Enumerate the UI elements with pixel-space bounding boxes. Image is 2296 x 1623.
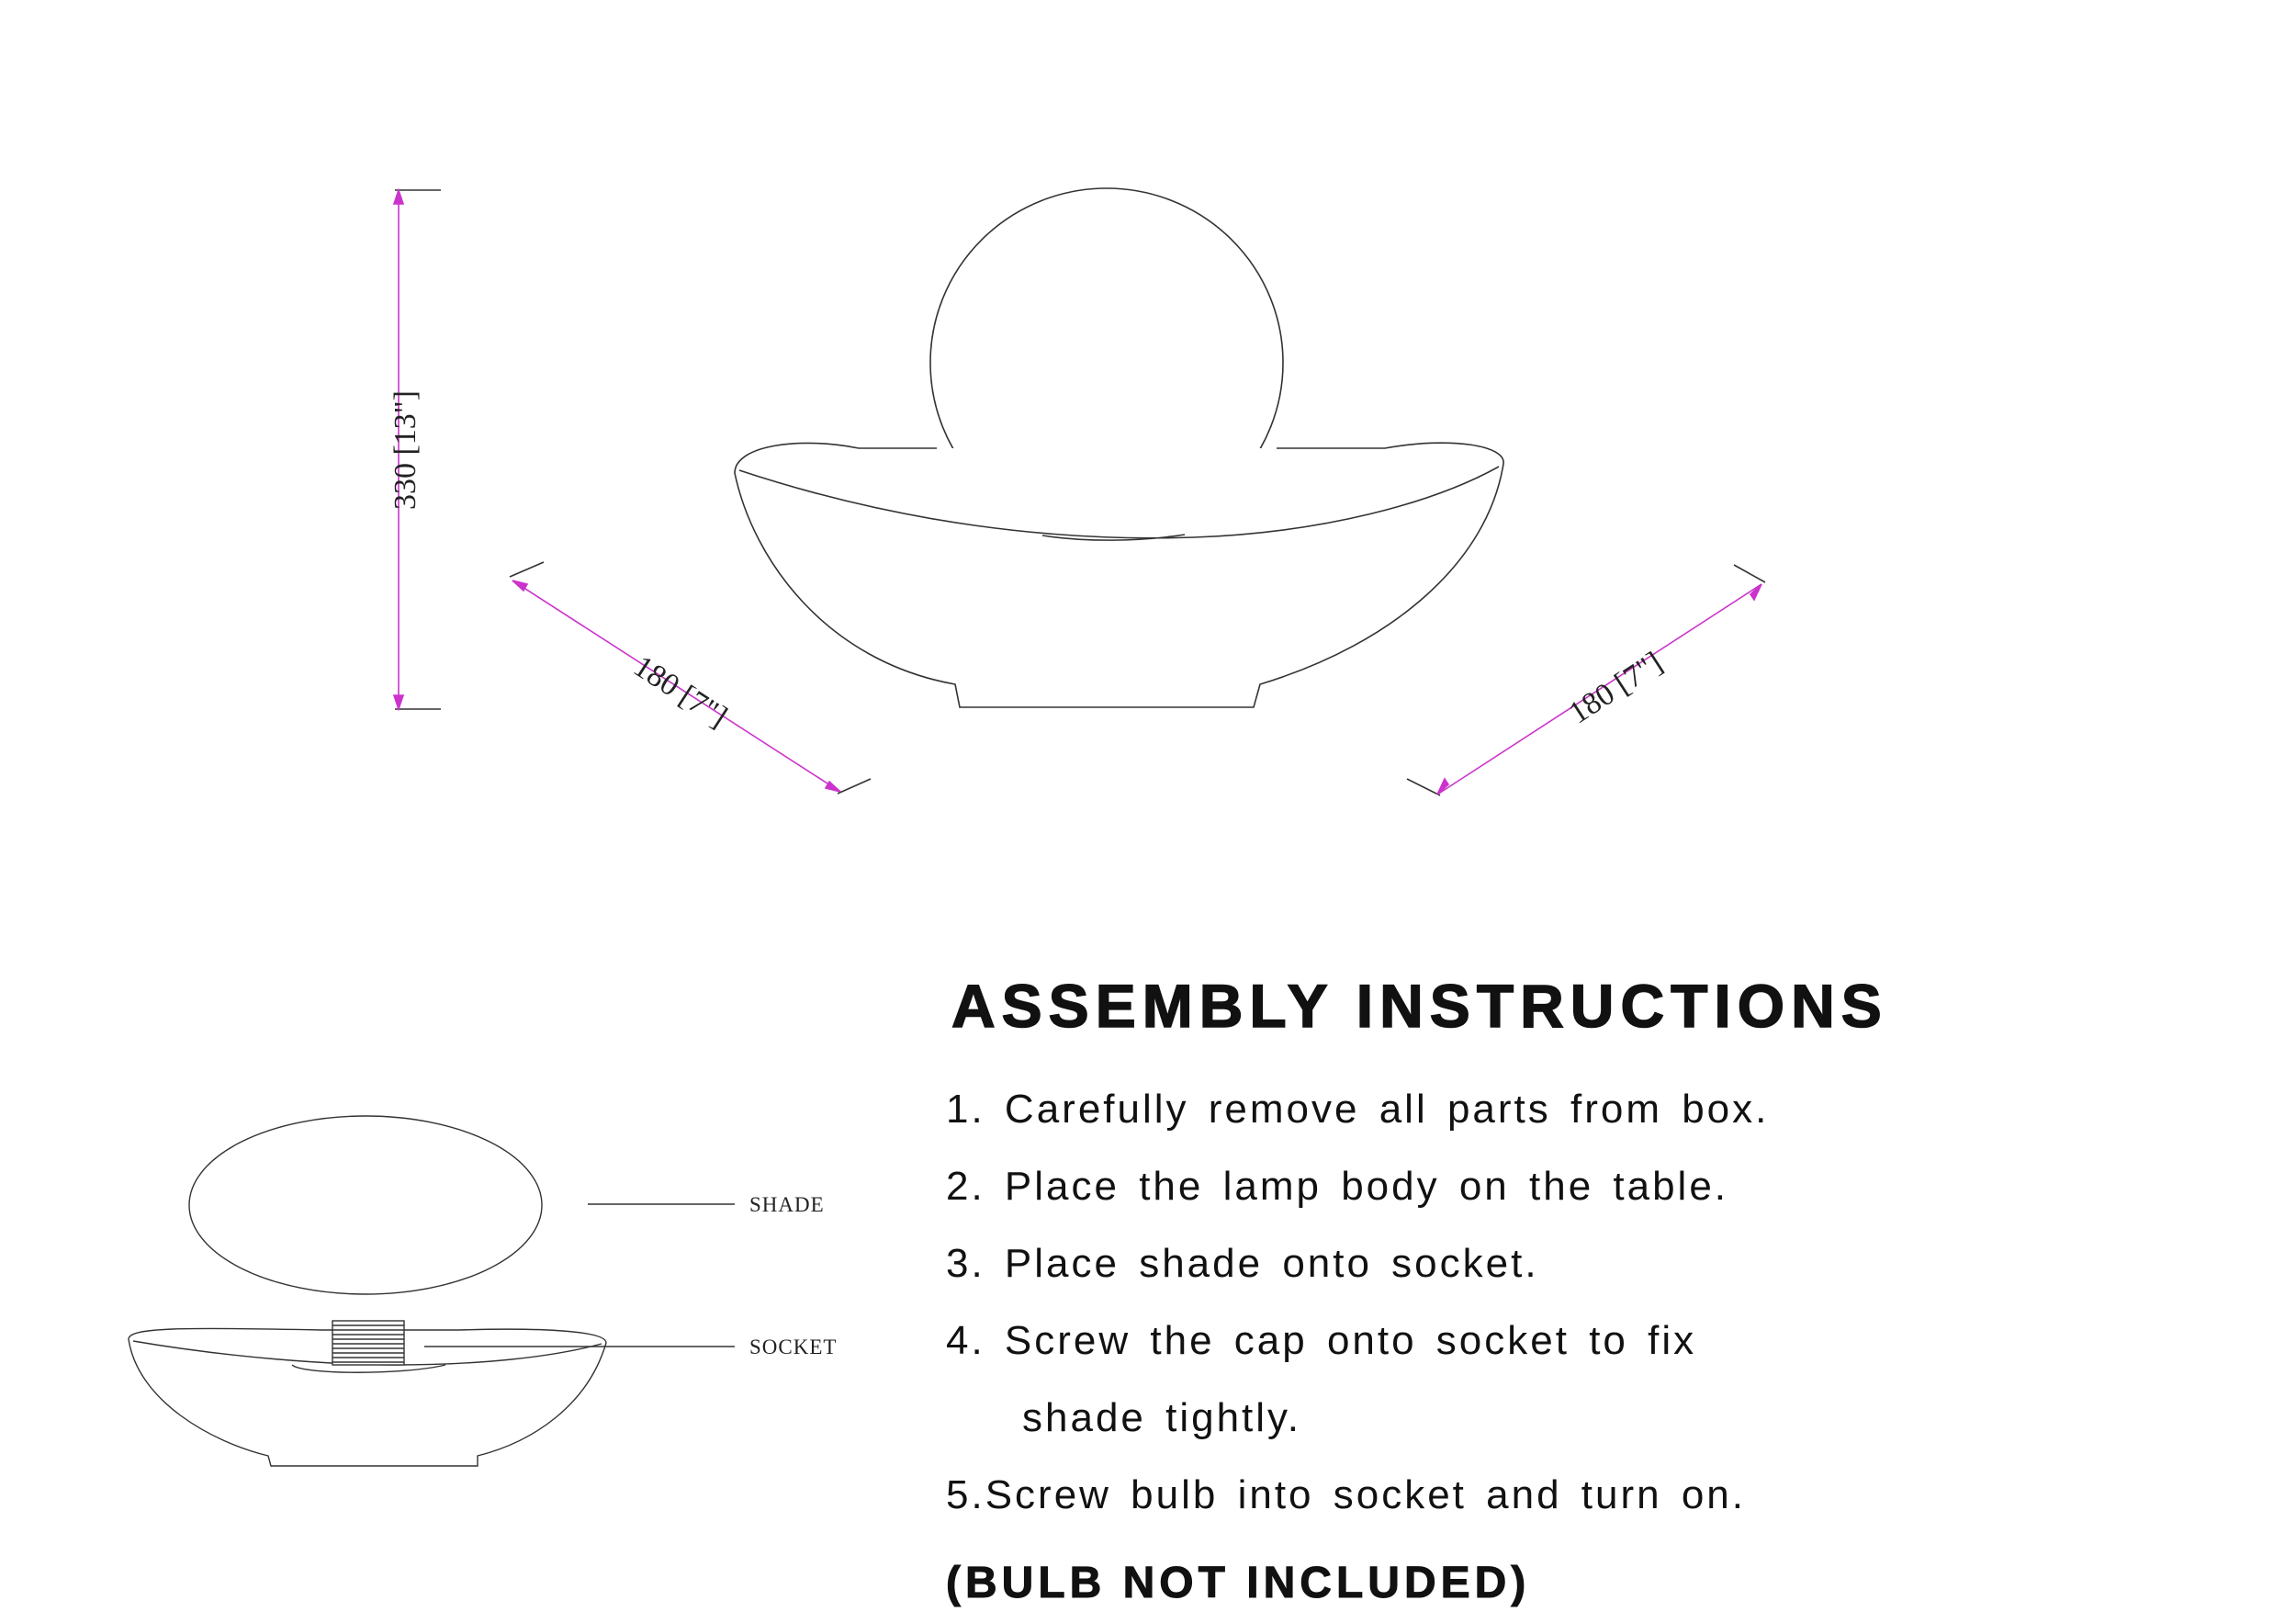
assembly-instructions: ASSEMBLY INSTRUCTIONS 1. Carefully remov… xyxy=(946,972,2268,1608)
instruction-step: 1. Carefully remove all parts from box. xyxy=(946,1087,1770,1132)
instruction-step: 3. Place shade onto socket. xyxy=(946,1241,1539,1286)
height-dimension-label: 330 [13"] xyxy=(388,390,422,510)
assembled-bowl-rim xyxy=(738,466,1500,539)
assembled-shade-bottom xyxy=(1041,534,1186,541)
assembled-bowl xyxy=(734,442,1504,708)
exploded-socket-cup xyxy=(291,1364,446,1373)
instruction-steps: 1. Carefully remove all parts from box. … xyxy=(946,1071,2268,1534)
exploded-shade xyxy=(188,1115,543,1295)
width-left-dimension-label: 180 [7"] xyxy=(627,649,733,735)
width-right-dimension xyxy=(1406,564,1766,796)
instruction-step: 5.Screw bulb into socket and turn on. xyxy=(946,1472,1746,1517)
bulb-not-included-note: (BULB NOT INCLUDED) xyxy=(946,1559,1531,1608)
width-right-dimension-label: 180 [7"] xyxy=(1563,646,1669,731)
exploded-bowl xyxy=(128,1327,607,1467)
width-left-dimension xyxy=(509,561,872,795)
instruction-step: 4. Screw the cap onto socket to fix shad… xyxy=(946,1302,2268,1457)
instruction-step: 2. Place the lamp body on the table. xyxy=(946,1164,1729,1209)
height-dimension xyxy=(392,187,441,712)
exploded-view xyxy=(128,1115,735,1467)
instructions-title: ASSEMBLY INSTRUCTIONS xyxy=(951,972,1888,1040)
assembled-lamp xyxy=(734,187,1504,708)
socket-label: SOCKET xyxy=(749,1336,837,1358)
shade-label: SHADE xyxy=(749,1193,825,1216)
socket-thread xyxy=(332,1320,405,1366)
instruction-step-continuation: shade tightly. xyxy=(1022,1395,1302,1440)
